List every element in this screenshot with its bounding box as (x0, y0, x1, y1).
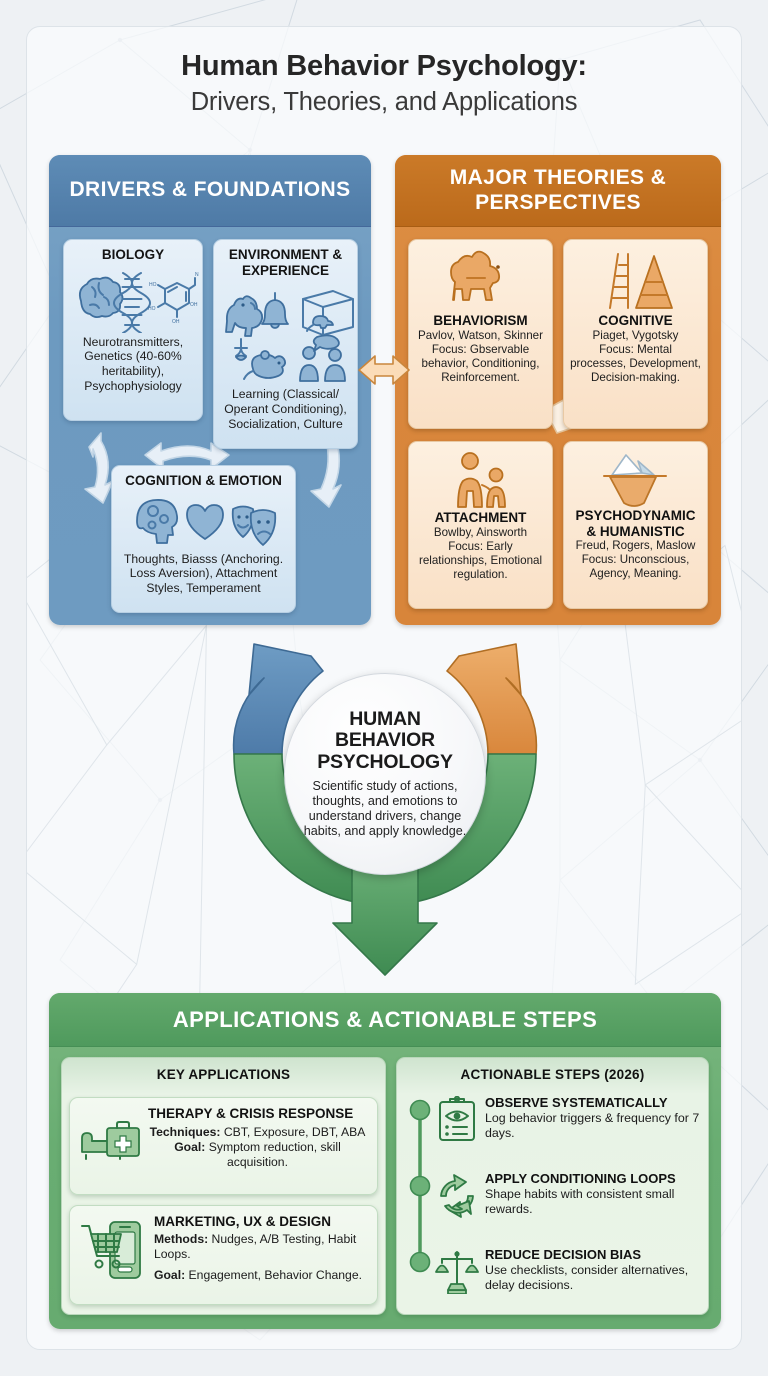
drivers-theories-bidirectional-arrow (358, 355, 410, 385)
central-hub-circle: HUMAN BEHAVIOR PSYCHOLOGY Scientific stu… (284, 673, 486, 875)
dna-icon (113, 271, 151, 333)
therapy-crisis-card: THERAPY & CRISIS RESPONSE Techniques: CB… (69, 1097, 378, 1195)
medkit-icon (106, 1121, 140, 1157)
step-1-text: Log behavior triggers & frequency for 7 … (485, 1110, 700, 1141)
marketing-goal-value: Engagement, Behavior Change. (185, 1268, 362, 1283)
step-apply-conditioning-loops: APPLY CONDITIONING LOOPS Shape habits wi… (435, 1171, 703, 1218)
molecule-icon: NH₂ HO HO OH OH (148, 272, 199, 325)
step-3-title: REDUCE DECISION BIAS (485, 1247, 642, 1262)
cognitive-focus: Focus: Mental processes, Development, De… (570, 342, 701, 384)
psychodynamic-people: Freud, Rogers, Maslow (575, 539, 696, 553)
skinner-box-icon (302, 290, 354, 337)
behaviorism-dog-icon (449, 250, 500, 301)
rat-icon (243, 350, 287, 381)
marketing-methods-value: Nudges, A/B Testing, Habit Loops. (154, 1231, 357, 1261)
cognition-card-body: Thoughts, Biasss (Anchoring. Loss Aversi… (123, 551, 284, 595)
key-applications-header: KEY APPLICATIONS (156, 1067, 291, 1082)
environment-card-title: ENVIRONMENT & EXPERIENCE (228, 247, 343, 278)
marketing-goal-label: Goal: (154, 1268, 186, 1283)
marketing-methods-label: Methods: (154, 1231, 209, 1246)
cognitive-card: COGNITIVE Piaget, Vygotsky Focus: Mental… (563, 239, 708, 429)
behaviorism-focus: Focus: Gbservable behavior, Conditioning… (421, 342, 540, 384)
biology-icons: NH₂ HO HO OH OH (78, 271, 199, 333)
attachment-people: Bowlby, Ainsworth (433, 525, 528, 539)
marketing-ux-card: MARKETING, UX & DESIGN Methods: Nudges, … (69, 1205, 378, 1305)
step-2-text: Shape habits with consistent small rewar… (485, 1186, 675, 1217)
svg-text:OH: OH (172, 319, 180, 325)
cognition-card-title: COGNITION & EMOTION (125, 473, 282, 488)
environment-experience-card: ENVIRONMENT & EXPERIENCE (213, 239, 358, 449)
psychodynamic-title: PSYCHODYNAMIC & HUMANISTIC (575, 508, 696, 539)
environment-icons (225, 290, 354, 383)
infographic-canvas: Human Behavior Psychology: Drivers, Theo… (26, 26, 742, 1350)
therapy-card-title: THERAPY & CRISIS RESPONSE (148, 1106, 354, 1121)
therapy-goal-value: Symptom reduction, skill acquisition. (205, 1139, 341, 1170)
head-gears-icon (135, 498, 178, 544)
svg-text:HO: HO (149, 282, 157, 288)
therapy-techniques-label: Techniques: (149, 1124, 221, 1139)
pyramid-icon (634, 255, 673, 309)
step-reduce-decision-bias: REDUCE DECISION BIAS Use checklists, con… (435, 1247, 703, 1294)
cognition-emotion-card: COGNITION & EMOTION (111, 465, 296, 613)
heart-icon (185, 503, 224, 540)
theater-masks-icon (231, 505, 276, 546)
svg-text:HO: HO (148, 306, 156, 312)
title-main: Human Behavior Psychology: (181, 50, 587, 82)
iceberg-icon (602, 454, 667, 507)
biology-card-body: Neurotransmitters, Genetics (40-60% heri… (82, 334, 184, 393)
hub-description: Scientific study of actions, thoughts, a… (303, 778, 467, 839)
step-2-title: APPLY CONDITIONING LOOPS (485, 1171, 676, 1186)
drivers-foundations-panel: DRIVERS & FOUNDATIONS BIOLOGY (49, 155, 371, 625)
therapy-techniques-value: CBT, Exposure, DBT, ABA (220, 1124, 366, 1139)
environment-card-body: Learning (Classical/ Operant Conditionin… (224, 387, 347, 431)
bell-icon (261, 292, 289, 330)
ladder-icon (608, 253, 629, 309)
behaviorism-card: BEHAVIORISM Pavlov, Watson, Skinner Focu… (408, 239, 553, 429)
applications-panel-header: APPLICATIONS & ACTIONABLE STEPS (49, 993, 721, 1047)
cognitive-title: COGNITIVE (598, 313, 673, 328)
scales-icon (435, 1251, 479, 1294)
applications-panel: APPLICATIONS & ACTIONABLE STEPS KEY APPL… (49, 993, 721, 1329)
svg-text:NH₂: NH₂ (195, 272, 199, 278)
dog-icon (225, 295, 264, 338)
cycle-arrows-icon (440, 1174, 474, 1218)
page-title: Human Behavior Psychology: Drivers, Theo… (27, 49, 741, 119)
marketing-card-title: MARKETING, UX & DESIGN (154, 1214, 332, 1229)
behaviorism-title: BEHAVIORISM (433, 313, 528, 328)
step-3-text: Use checklists, consider alternatives, d… (485, 1262, 689, 1293)
therapy-goal-label: Goal: (174, 1139, 206, 1154)
title-subtitle: Drivers, Theories, and Applications (190, 88, 578, 117)
lever-icon (234, 338, 248, 362)
behaviorism-people: Pavlov, Watson, Skinner (417, 328, 543, 342)
cognition-icons (135, 498, 276, 546)
cognitive-people: Piaget, Vygotsky (592, 328, 679, 342)
cart-phone-icon (81, 1221, 141, 1279)
psychodynamic-focus: Focus: Unconscious, Agency, Meaning. (581, 553, 690, 581)
step-1-title: OBSERVE SYSTEMATICALLY (485, 1095, 668, 1110)
parent-child-icon (456, 452, 506, 508)
biology-card-title: BIOLOGY (101, 247, 165, 262)
attachment-card: ATTACHMENT Bowlby, Ainsworth Focus: Earl… (408, 441, 553, 609)
clipboard-eye-icon (439, 1096, 475, 1141)
hub-title: HUMAN BEHAVIOR PSYCHOLOGY (317, 707, 453, 774)
shopping-cart-icon (81, 1225, 122, 1269)
biology-card: BIOLOGY NH₂ H (63, 239, 203, 421)
step-observe-systematically: OBSERVE SYSTEMATICALLY Log behavior trig… (435, 1095, 703, 1142)
people-talking-icon (299, 334, 346, 383)
cognitive-ladder-pyramid-icon (608, 253, 673, 309)
attachment-title: ATTACHMENT (434, 510, 527, 525)
couch-medkit-icon (81, 1121, 140, 1160)
actionable-steps-column: ACTIONABLE STEPS (2026) (396, 1057, 709, 1315)
major-theories-panel: MAJOR THEORIES & PERSPECTIVES BEHAVIORIS… (395, 155, 721, 625)
svg-text:OH: OH (190, 302, 198, 308)
drivers-panel-header: DRIVERS & FOUNDATIONS (49, 155, 371, 227)
attachment-focus: Focus: Early relationships, Emotional re… (418, 539, 543, 581)
steps-timeline (409, 1099, 431, 1273)
psychodynamic-humanistic-card: PSYCHODYNAMIC & HUMANISTIC Freud, Rogers… (563, 441, 708, 609)
theories-panel-header: MAJOR THEORIES & PERSPECTIVES (395, 155, 721, 227)
actionable-steps-header: ACTIONABLE STEPS (2026) (460, 1067, 645, 1082)
